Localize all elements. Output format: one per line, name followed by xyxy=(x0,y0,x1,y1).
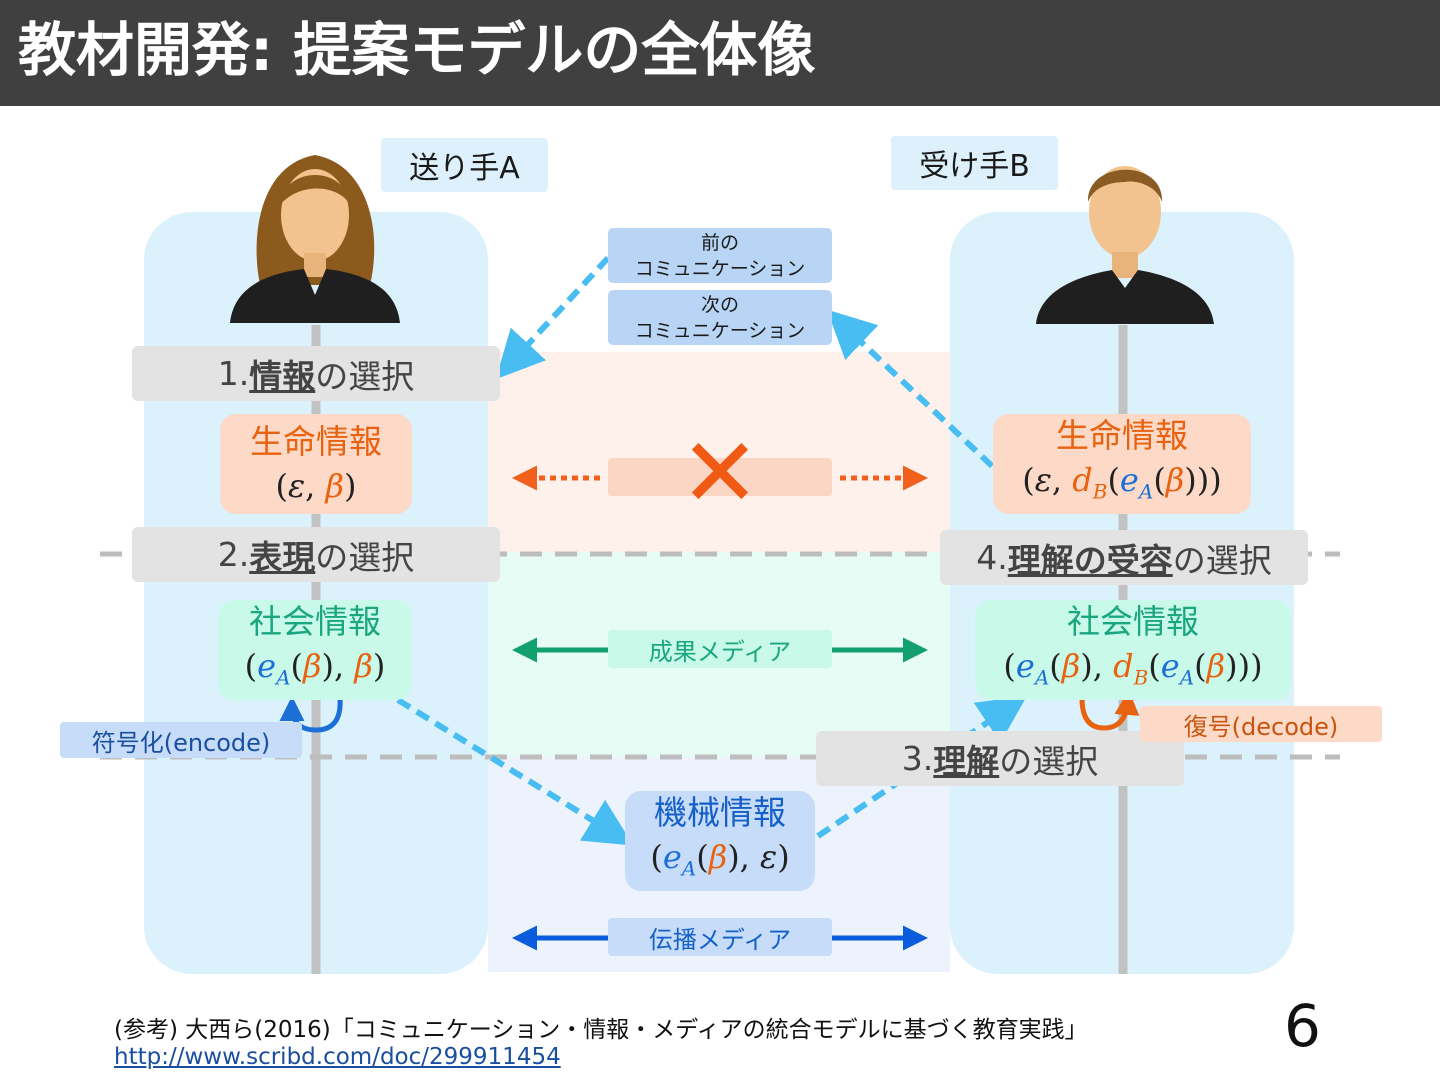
next-comm-line1: 次の xyxy=(700,293,739,316)
step-3-label: 3. 理解の選択 xyxy=(816,731,1184,786)
step-3-key: 理解 xyxy=(933,741,1000,781)
footer-link[interactable]: http://www.scribd.com/doc/299911454 xyxy=(114,1044,561,1070)
encode-curve xyxy=(279,696,343,733)
step-4-rest: の選択 xyxy=(1172,540,1272,580)
decode-label: 復号(decode) xyxy=(1140,706,1382,742)
step-2-rest: の選択 xyxy=(315,537,415,577)
machine-info-label: 機械情報 xyxy=(654,793,786,833)
transmit-media-label: 伝播メディア xyxy=(608,918,832,956)
receiver-avatar-icon xyxy=(1036,166,1214,324)
sender-avatar-icon xyxy=(230,155,400,323)
step-1-label: 1. 情報の選択 xyxy=(132,346,500,401)
cross-icon: ✕ xyxy=(679,417,761,529)
receiver-social-info-box: 社会情報 (eA(β), dB(eA(β))) xyxy=(975,600,1291,700)
prev-comm-line1: 前の xyxy=(700,231,739,254)
page-number: 6 xyxy=(1284,992,1321,1060)
receiver-life-info-formula: (ε, dB(eA(β))) xyxy=(1022,461,1222,504)
encode-to-machine-arrow xyxy=(396,697,634,846)
life-info-band xyxy=(608,458,832,496)
title-bar xyxy=(0,0,1440,106)
step-3-rest: の選択 xyxy=(999,741,1099,781)
receiver-label: 受け手B xyxy=(891,136,1058,190)
result-media-label: 成果メディア xyxy=(608,630,832,668)
receiver-life-info-label: 生命情報 xyxy=(1056,416,1188,456)
step-4-key: 理解の受容 xyxy=(1007,540,1173,580)
step-3-number: 3. xyxy=(901,739,934,778)
encode-label: 符号化(encode) xyxy=(60,722,302,758)
receiver-social-info-formula: (eA(β), dB(eA(β))) xyxy=(1003,647,1263,690)
step-1-rest: の選択 xyxy=(315,356,415,396)
step-4-number: 4. xyxy=(976,538,1008,577)
sender-life-info-label: 生命情報 xyxy=(250,422,382,461)
next-comm-arrow xyxy=(826,309,995,469)
sender-life-info-box: 生命情報 (ε, β) xyxy=(220,414,412,514)
sender-social-info-label: 社会情報 xyxy=(249,602,381,642)
sender-social-info-box: 社会情報 (eA(β), β) xyxy=(218,600,412,700)
sender-life-info-formula: (ε, β) xyxy=(275,467,357,505)
receiver-life-info-box: 生命情報 (ε, dB(eA(β))) xyxy=(993,414,1251,514)
sender-social-info-formula: (eA(β), β) xyxy=(244,647,386,690)
next-comm-line2: コミュニケーション xyxy=(634,319,806,342)
step-2-number: 2. xyxy=(217,535,250,574)
machine-info-box: 機械情報 (eA(β), ε) xyxy=(625,791,815,891)
footer-citation: (参考) 大西ら(2016)「コミュニケーション・情報・メディアの統合モデルに基… xyxy=(114,1017,1088,1043)
machine-info-formula: (eA(β), ε) xyxy=(650,838,790,881)
step-2-label: 2. 表現の選択 xyxy=(132,527,500,582)
prev-comm-arrow xyxy=(495,255,611,380)
decode-curve xyxy=(1079,690,1140,731)
next-communication-box: 次の コミュニケーション xyxy=(608,290,832,345)
step-1-number: 1. xyxy=(217,354,250,393)
step-2-key: 表現 xyxy=(249,537,316,577)
step-4-label: 4. 理解の受容の選択 xyxy=(940,530,1308,585)
step-1-key: 情報 xyxy=(249,356,316,396)
prev-comm-line2: コミュニケーション xyxy=(634,257,806,280)
footer-reference: (参考) 大西ら(2016)「コミュニケーション・情報・メディアの統合モデルに基… xyxy=(114,1010,1088,1070)
page-title: 教材開発: 提案モデルの全体像 xyxy=(18,16,816,84)
life-zone xyxy=(488,352,950,552)
receiver-social-info-label: 社会情報 xyxy=(1067,602,1199,642)
prev-communication-box: 前の コミュニケーション xyxy=(608,228,832,283)
sender-label: 送り手A xyxy=(381,138,548,192)
